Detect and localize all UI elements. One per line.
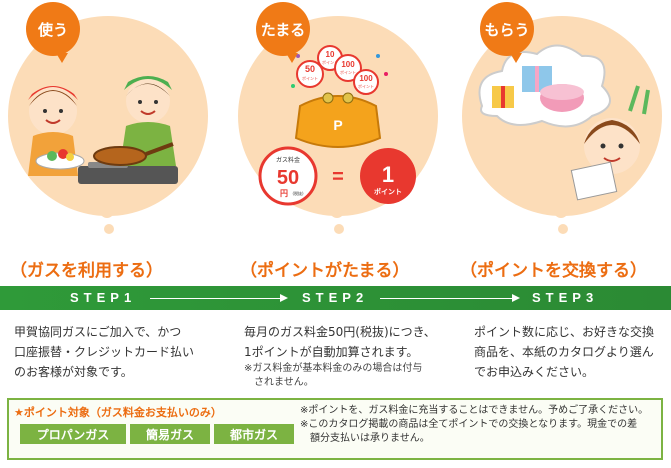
svg-text:50: 50 bbox=[277, 167, 299, 189]
arrow-right-icon bbox=[150, 298, 280, 299]
step3-panel: もらう bbox=[462, 0, 671, 240]
svg-text:ポイント: ポイント bbox=[340, 69, 356, 75]
step3-tag: もらう bbox=[480, 2, 534, 63]
svg-text:(税抜): (税抜) bbox=[292, 190, 304, 196]
step3-subtitle: （ポイントを交換する） bbox=[460, 261, 647, 281]
note-line: されません。 bbox=[254, 377, 314, 388]
purse-icon: P bbox=[294, 92, 382, 148]
cooking-couple-illustration bbox=[28, 76, 178, 184]
point-coins: 50 ポイント 10 ポイント 100 ポイント 100 ポイント bbox=[296, 45, 379, 95]
note-line: ※ガス料金が基本料金のみの場合は付与 bbox=[244, 363, 423, 374]
gas-fee-badge: ガス料金 50 円 (税抜) bbox=[258, 146, 318, 206]
woman-face bbox=[584, 118, 640, 174]
description-line: ポイント数に応じ、お好きな交換 bbox=[474, 325, 655, 339]
bubble-dot bbox=[330, 204, 344, 218]
arrow-head-icon bbox=[280, 294, 288, 302]
svg-text:1: 1 bbox=[382, 162, 394, 187]
note-line: ※このカタログ掲載の商品は全てポイントでの交換となります。現金での差 bbox=[300, 419, 638, 430]
point-purse-illustration: 50 ポイント 10 ポイント 100 ポイント 100 ポイント P ガス料金… bbox=[258, 45, 416, 206]
point-target-title: ★ポイント対象（ガス料金お支払いのみ） bbox=[14, 406, 222, 419]
description-line: 毎月のガス料金50円(税抜)につき、 bbox=[244, 325, 436, 339]
step1-subtitle: （ガスを利用する） bbox=[10, 261, 163, 281]
bubble-dot bbox=[100, 204, 114, 218]
bubble-dot bbox=[554, 204, 568, 218]
step2-description: 毎月のガス料金50円(税抜)につき、 1ポイントが自動加算されます。 bbox=[244, 322, 436, 362]
bubble-dot bbox=[334, 224, 344, 234]
gas-type-chip: 都市ガス bbox=[214, 424, 294, 444]
description-line: 商品を、本紙のカタログより選ん bbox=[474, 345, 654, 359]
svg-text:ポイント: ポイント bbox=[358, 83, 374, 89]
step1-tag: 使う bbox=[26, 2, 80, 63]
svg-text:50: 50 bbox=[305, 64, 315, 74]
svg-text:10: 10 bbox=[326, 50, 335, 59]
step2-subtitle: （ポイントがたまる） bbox=[240, 261, 410, 281]
step3-label: STEP3 bbox=[532, 290, 599, 305]
arrow-right-icon bbox=[380, 298, 512, 299]
step2-label: STEP2 bbox=[302, 290, 369, 305]
step3-description: ポイント数に応じ、お好きな交換 商品を、本紙のカタログより選ん でお申込みくださ… bbox=[474, 322, 654, 382]
stove bbox=[78, 166, 178, 184]
catalog-icon bbox=[570, 161, 618, 201]
bubble-dot bbox=[558, 224, 568, 234]
description-line: 口座振替・クレジットカード払い bbox=[14, 345, 195, 359]
description-line: 1ポイントが自動加算されます。 bbox=[244, 345, 419, 359]
gas-type-chip: 簡易ガス bbox=[130, 424, 210, 444]
svg-text:100: 100 bbox=[341, 60, 355, 69]
svg-text:ポイント: ポイント bbox=[302, 75, 318, 81]
step2-tag: たまる bbox=[256, 2, 310, 63]
one-point-badge: 1 ポイント bbox=[360, 148, 416, 204]
bubble-dot bbox=[104, 224, 114, 234]
note-line: ※ポイントを、ガス料金に充当することはできません。予めご了承ください。 bbox=[300, 405, 649, 416]
woman-face bbox=[29, 87, 77, 135]
step2-note: ※ガス料金が基本料金のみの場合は付与 されません。 bbox=[244, 362, 422, 390]
svg-text:100: 100 bbox=[359, 74, 373, 83]
description-line: でお申込みください。 bbox=[474, 365, 595, 379]
description-line: のお客様が対象です。 bbox=[14, 365, 133, 379]
gift-catalog-illustration bbox=[478, 44, 650, 201]
step1-description: 甲賀協同ガスにご加入で、かつ 口座振替・クレジットカード払い のお客様が対象です… bbox=[14, 322, 194, 382]
svg-text:=: = bbox=[332, 166, 344, 188]
svg-text:ガス料金: ガス料金 bbox=[276, 156, 300, 164]
description-line: 甲賀協同ガスにご加入で、かつ bbox=[14, 325, 182, 339]
arrow-head-icon bbox=[512, 294, 520, 302]
note-line: 額分支払いは承りません。 bbox=[300, 433, 430, 444]
svg-text:ポイント: ポイント bbox=[322, 59, 338, 65]
step-progress-bar bbox=[0, 286, 671, 310]
svg-text:円: 円 bbox=[280, 189, 288, 198]
step2-panel: 50 ポイント 10 ポイント 100 ポイント 100 ポイント P ガス料金… bbox=[238, 0, 448, 240]
svg-text:ポイント: ポイント bbox=[374, 187, 402, 196]
man-face bbox=[126, 79, 170, 123]
step1-label: STEP1 bbox=[70, 290, 137, 305]
gas-type-chip: プロパンガス bbox=[20, 424, 126, 444]
svg-text:P: P bbox=[333, 117, 342, 133]
step1-panel: 使う bbox=[8, 0, 218, 240]
point-target-notes: ※ポイントを、ガス料金に充当することはできません。予めご了承ください。 ※このカ… bbox=[300, 404, 658, 446]
